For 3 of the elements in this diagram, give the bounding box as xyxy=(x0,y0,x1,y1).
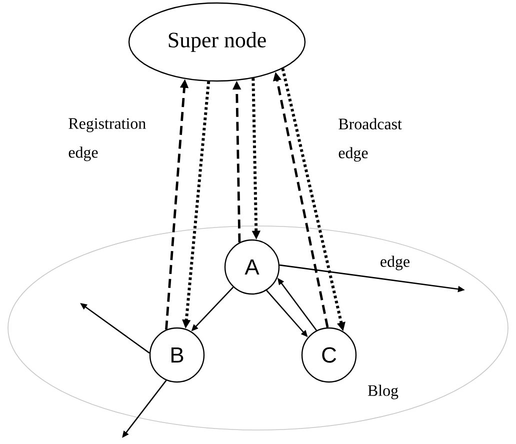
annotation-label: Broadcast edge xyxy=(338,118,402,162)
edge-label: edge xyxy=(378,254,412,272)
annotation-label: Registration edge xyxy=(68,118,146,162)
